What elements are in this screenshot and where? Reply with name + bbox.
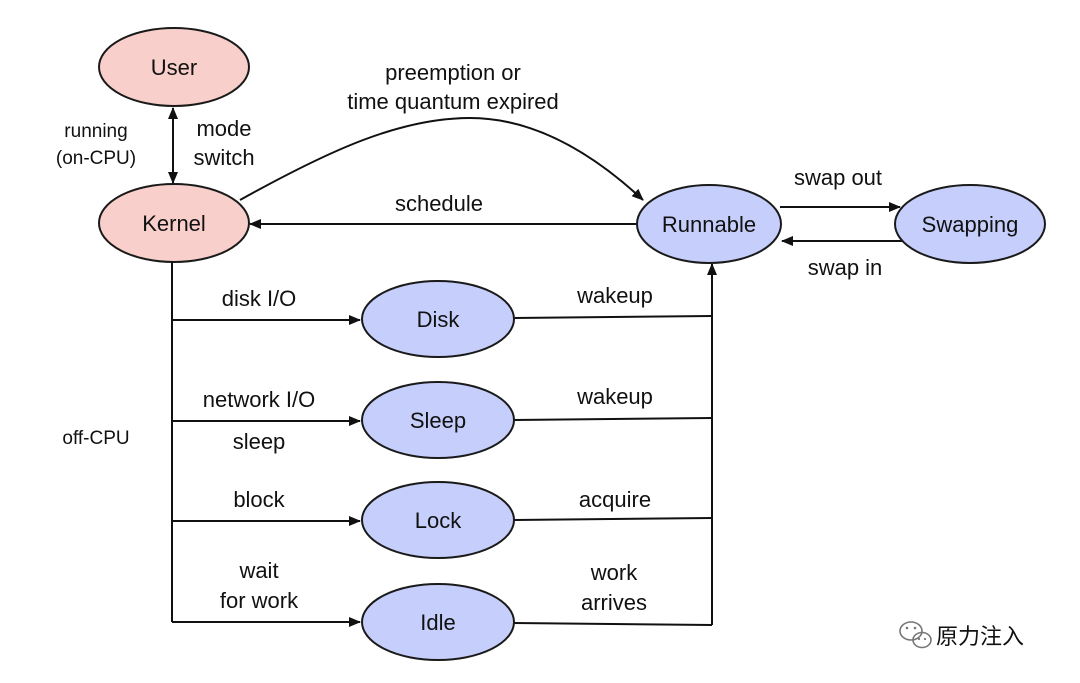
user-ellipse <box>98 27 250 107</box>
lock-label: Lock <box>415 508 462 533</box>
disk-wakeup-label: wakeup <box>576 283 653 308</box>
disk-io-label: disk I/O <box>222 286 297 311</box>
watermark-text: 原力注入 <box>936 624 1024 649</box>
work-arrives-label-line1: work <box>590 560 638 585</box>
disk-wakeup-line <box>513 315 713 319</box>
swap-out-label: swap out <box>794 165 882 190</box>
off-cpu-label: off-CPU <box>62 428 129 449</box>
sleep-ellipse <box>361 381 515 459</box>
wait-label-line1: wait <box>238 558 278 583</box>
disk-ellipse <box>361 280 515 358</box>
idle-label: Idle <box>420 610 455 635</box>
running-label-line1: running <box>64 121 127 142</box>
mode-switch-label-line2: switch <box>193 145 254 170</box>
acquire-label: acquire <box>579 487 651 512</box>
watermark: 原力注入 <box>899 621 1024 649</box>
disk-label: Disk <box>417 307 461 332</box>
preemption-label-line1: preemption or <box>385 60 521 85</box>
schedule-label: schedule <box>395 191 483 216</box>
kernel-label: Kernel <box>142 211 206 236</box>
wechat-icon <box>899 621 932 649</box>
lock-acquire-line <box>513 517 713 521</box>
runnable-ellipse <box>636 184 782 264</box>
lock-ellipse <box>361 481 515 559</box>
kernel-ellipse <box>98 183 250 263</box>
work-arrives-label-line2: arrives <box>581 590 647 615</box>
network-io-label: network I/O <box>203 387 315 412</box>
disk-node: Disk <box>361 280 515 358</box>
swapping-label: Swapping <box>922 212 1019 237</box>
runnable-label: Runnable <box>662 212 756 237</box>
user-label: User <box>151 55 197 80</box>
preemption-label-line2: time quantum expired <box>347 89 559 114</box>
sleep-wakeup-line <box>513 417 713 421</box>
swapping-node: Swapping <box>894 184 1046 264</box>
swapping-ellipse <box>894 184 1046 264</box>
idle-ellipse <box>361 583 515 661</box>
user-node: User <box>98 27 250 107</box>
runnable-node: Runnable <box>636 184 782 264</box>
lock-node: Lock <box>361 481 515 559</box>
swap-in-label: swap in <box>808 255 883 280</box>
sleep-edge-label: sleep <box>233 429 286 454</box>
block-label: block <box>233 487 285 512</box>
sleep-node: Sleep <box>361 381 515 459</box>
preemption-arrow <box>239 116 644 201</box>
sleep-label: Sleep <box>410 408 466 433</box>
kernel-node: Kernel <box>98 183 250 263</box>
wait-label-line2: for work <box>220 588 299 613</box>
idle-node: Idle <box>361 583 515 661</box>
sleep-wakeup-label: wakeup <box>576 384 653 409</box>
running-label-line2: (on-CPU) <box>56 148 136 169</box>
idle-work-line <box>513 622 713 626</box>
mode-switch-label-line1: mode <box>196 116 251 141</box>
